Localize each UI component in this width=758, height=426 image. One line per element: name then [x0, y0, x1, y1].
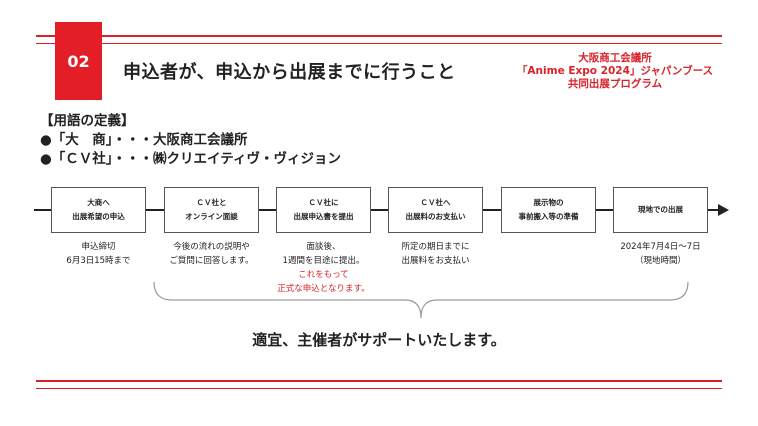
timeline-step: 展示物の事前搬入等の準備 — [501, 187, 596, 233]
timeline-note-line: （現地時間） — [634, 256, 686, 266]
timeline-step-label: ＣＶ社へ — [420, 198, 451, 207]
timeline-note-line: 面談後、 — [306, 242, 341, 252]
timeline-step-label: 現地での出展 — [638, 205, 683, 214]
timeline-note: 今後の流れの説明やご質問に回答します。 — [147, 240, 277, 268]
timeline-step: 現地での出展 — [613, 187, 708, 233]
timeline-note-line: ご質問に回答します。 — [169, 256, 254, 266]
timeline-note-highlight: 正式な申込となります。 — [277, 284, 370, 294]
timeline-line — [34, 209, 720, 211]
section-number: 02 — [67, 51, 90, 71]
definitions-heading: 【用語の定義】 — [40, 113, 135, 129]
header-rule-thin — [36, 43, 722, 44]
program-name-line: 大阪商工会議所 — [578, 52, 652, 64]
definition-item: ●「ＣＶ社」・・・㈱クリエイティヴ・ヴィジョン — [40, 151, 341, 167]
header-rule-top — [36, 35, 722, 37]
footer-rule-thin — [36, 388, 722, 389]
definition-item: ●「大 商」・・・大阪商工会議所 — [40, 132, 248, 148]
timeline-note-line: 1週間を目途に提出。 — [282, 256, 365, 266]
timeline-note: 申込締切 6月3日15時まで — [34, 240, 164, 268]
timeline-note: 所定の期日までに出展料をお支払い — [371, 240, 501, 268]
timeline-note-line: 6月3日15時まで — [66, 256, 131, 266]
footer-rule — [36, 380, 722, 382]
timeline-step: ＣＶ社に出展申込書を提出 — [276, 187, 371, 233]
term-definitions: 【用語の定義】 ●「大 商」・・・大阪商工会議所 ●「ＣＶ社」・・・㈱クリエイテ… — [40, 112, 341, 169]
timeline-note-line: 出展料をお支払い — [401, 256, 470, 266]
timeline-step-label: 出展希望の申込 — [72, 212, 125, 221]
timeline-note-line: 申込締切 — [81, 242, 116, 252]
timeline-step: ＣＶ社へ出展料のお支払い — [388, 187, 483, 233]
timeline-arrow-icon — [718, 204, 729, 216]
timeline-step: 大商へ出展希望の申込 — [51, 187, 146, 233]
timeline-step-label: 大商へ — [87, 198, 110, 207]
page-title: 申込者が、申込から出展までに行うこと — [123, 62, 456, 83]
program-name-line: 「Anime Expo 2024」ジャパンブース — [516, 65, 714, 77]
timeline-note-highlight: これをもって — [298, 270, 349, 280]
timeline-step: ＣＶ社とオンライン面談 — [164, 187, 259, 233]
support-message: 適宜、主催者がサポートいたします。 — [252, 331, 506, 349]
timeline-note-line: 2024年7月4日～7日 — [620, 242, 701, 252]
section-number-badge: 02 — [55, 22, 102, 100]
timeline-note: 面談後、 1週間を目途に提出。これをもって正式な申込となります。 — [259, 240, 389, 296]
timeline-note: 2024年7月4日～7日 （現地時間） — [596, 240, 726, 268]
timeline-note-line: 今後の流れの説明や — [173, 242, 250, 252]
program-name: 大阪商工会議所 「Anime Expo 2024」ジャパンブース 共同出展プログ… — [510, 52, 720, 91]
timeline-step-label: オンライン面談 — [185, 212, 238, 221]
timeline-step-label: 出展申込書を提出 — [293, 212, 354, 221]
timeline-note-line: 所定の期日までに — [401, 242, 470, 252]
timeline-step-label: ＣＶ社と — [196, 198, 227, 207]
timeline-step-label: 展示物の — [533, 198, 564, 207]
timeline-step-label: 事前搬入等の準備 — [518, 212, 579, 221]
curly-brace-icon — [153, 281, 689, 319]
timeline-step-label: 出展料のお支払い — [405, 212, 466, 221]
program-name-line: 共同出展プログラム — [567, 78, 663, 90]
timeline-step-label: ＣＶ社に — [308, 198, 339, 207]
